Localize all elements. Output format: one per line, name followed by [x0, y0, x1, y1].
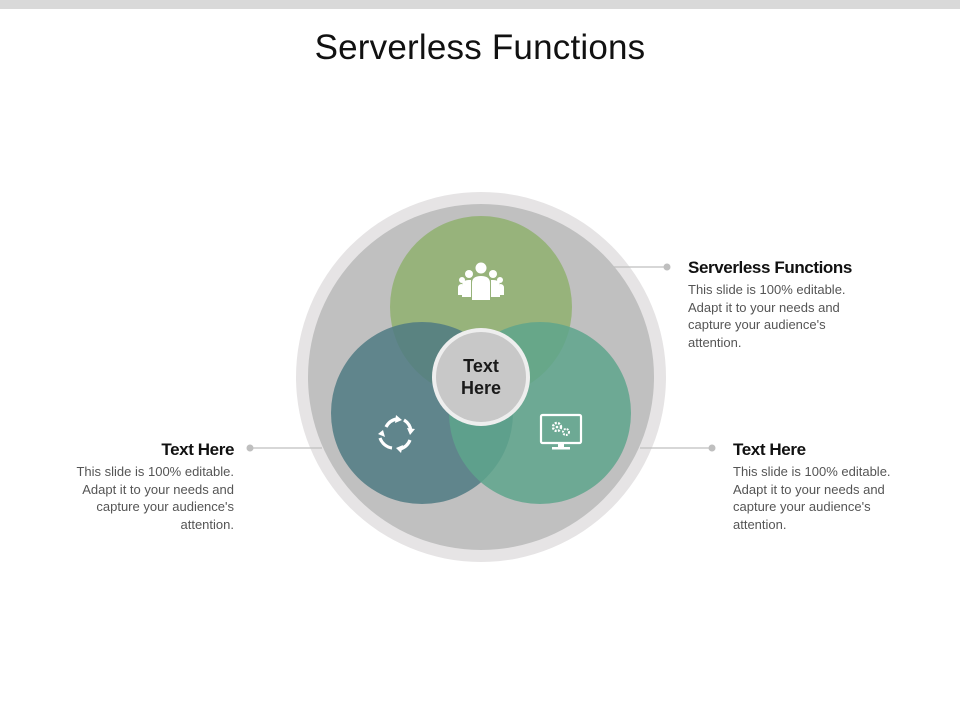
callout-heading: Serverless Functions	[688, 258, 852, 277]
slide-title: Serverless Functions	[314, 28, 646, 67]
center-circle	[436, 332, 526, 422]
refresh-cycle-icon	[378, 417, 413, 451]
center-label-line1: Text	[463, 356, 499, 376]
connector-right	[640, 444, 716, 452]
center-label: Text Here	[436, 332, 526, 422]
refresh-cycle-arrowheads	[378, 415, 415, 453]
connector-left	[246, 444, 322, 452]
center-label-line2: Here	[460, 378, 502, 398]
callout-right: Text Here This slide is 100% editable. A…	[733, 440, 903, 533]
callout-heading: Text Here	[161, 440, 234, 459]
team-icon	[458, 262, 504, 300]
callout-body: This slide is 100% editable. Adapt it to…	[688, 282, 846, 350]
callout-top-right: Serverless Functions This slide is 100% …	[688, 258, 858, 351]
callout-body: This slide is 100% editable. Adapt it to…	[76, 464, 234, 532]
callout-left: Text Here This slide is 100% editable. A…	[64, 440, 234, 533]
callout-body: This slide is 100% editable. Adapt it to…	[733, 464, 891, 532]
callout-heading: Text Here	[733, 440, 806, 459]
monitor-gears-icon	[539, 413, 583, 450]
connector-top-right	[614, 263, 671, 271]
top-accent-bar	[0, 0, 960, 9]
